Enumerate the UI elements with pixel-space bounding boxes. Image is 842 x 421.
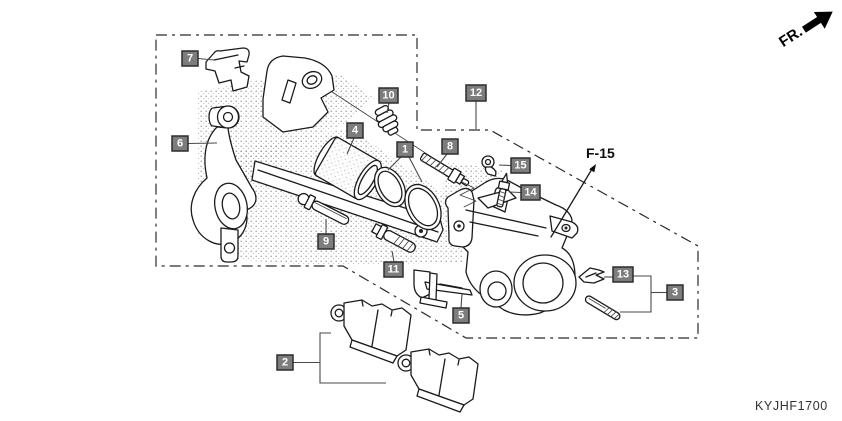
part-number-text: 4 [352, 125, 359, 137]
front-direction-text: FR. [776, 23, 806, 50]
part-label-14[interactable]: 14 [520, 184, 541, 201]
part-label-10[interactable]: 10 [378, 87, 399, 104]
part-number-text: 6 [177, 138, 183, 150]
part-label-5[interactable]: 5 [452, 307, 470, 324]
brake-pads-drawing [330, 299, 479, 413]
part-number-text: 7 [187, 53, 193, 65]
part-label-12[interactable]: 12 [465, 84, 487, 102]
reference-arrowhead [589, 164, 596, 173]
part-label-13[interactable]: 13 [612, 266, 634, 283]
mount-bolt-drawing [371, 223, 416, 253]
reference-label-text: F-15 [586, 145, 615, 161]
pad-retainer-drawing [413, 269, 473, 309]
pad-spring-clip-drawing [205, 47, 250, 92]
part-label-6[interactable]: 6 [171, 135, 189, 152]
diagram-code-text: KYJHF1700 [755, 399, 828, 413]
hanger-pin-drawing [584, 295, 621, 321]
bleeder-cap-drawing [481, 155, 497, 177]
piston-seal-drawing [373, 166, 442, 231]
piston-drawing [313, 136, 382, 201]
part-number-text: 2 [282, 357, 288, 369]
part-number-text: 14 [524, 187, 537, 199]
part-label-7[interactable]: 7 [181, 50, 199, 67]
part-number-text: 8 [447, 141, 453, 153]
part-label-2[interactable]: 2 [276, 354, 294, 371]
part-label-4[interactable]: 4 [346, 122, 364, 139]
part-number-text: 9 [323, 236, 329, 248]
bleed-valve-drawing [496, 172, 511, 208]
zigzag-mark [459, 181, 477, 208]
part-number-text: 5 [458, 310, 464, 322]
part-number-text: 13 [617, 269, 629, 281]
front-direction-indicator: FR. [776, 11, 833, 51]
part-number-text: 11 [388, 264, 400, 276]
part-label-9[interactable]: 9 [317, 233, 335, 250]
part-number-text: 12 [470, 87, 482, 99]
part-label-11[interactable]: 11 [383, 261, 404, 278]
part-label-15[interactable]: 15 [510, 157, 531, 174]
boot-drawing [374, 104, 399, 136]
pad-spring-drawing [578, 267, 605, 284]
part-label-8[interactable]: 8 [441, 138, 459, 155]
slide-pin-drawing [297, 192, 350, 225]
part-label-3[interactable]: 3 [666, 284, 684, 301]
leader-lines [187, 57, 667, 384]
pad-pin-bolt-drawing [419, 152, 470, 186]
caliper-bracket-drawing [190, 55, 444, 263]
caliper-body-drawing [444, 177, 579, 316]
part-number-text: 3 [672, 287, 678, 299]
front-direction-arrow-icon [802, 11, 833, 33]
part-number-text: 1 [402, 144, 408, 156]
reference-f15[interactable]: F-15 [550, 145, 615, 238]
part-label-1[interactable]: 1 [396, 141, 414, 158]
assembly-boundary-outline [155, 34, 699, 339]
part-number-text: 15 [514, 160, 526, 172]
part-number-text: 10 [382, 90, 394, 102]
